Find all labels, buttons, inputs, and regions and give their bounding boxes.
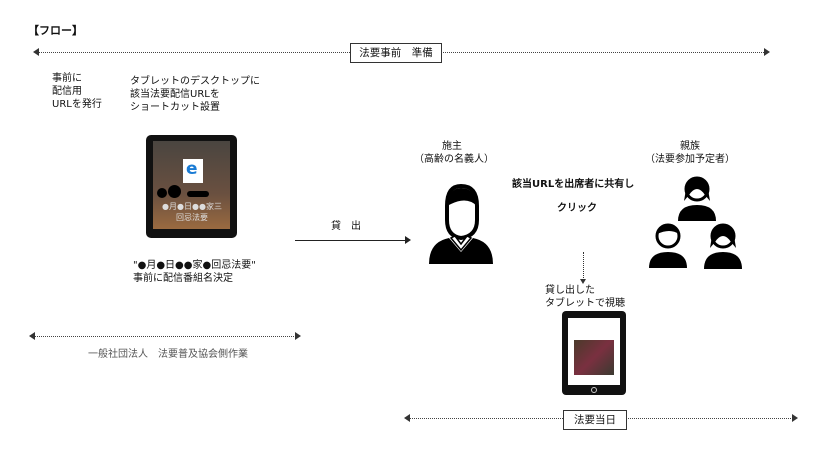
- elderly-man-icon: [429, 183, 493, 264]
- watch-label: 貸し出した タブレットで視聴: [545, 285, 625, 309]
- tablet-screen: [568, 318, 620, 385]
- arrow-left-icon: [33, 48, 39, 56]
- share-url-label: 該当URLを出席者に共有し: [512, 179, 635, 190]
- redaction: [157, 188, 167, 198]
- redaction: [187, 191, 209, 197]
- pre-phase-label: 法要事前 準備: [350, 43, 442, 63]
- lend-arrow: [295, 240, 405, 241]
- home-button-icon: [591, 387, 597, 393]
- relatives-icon: [649, 176, 742, 269]
- arrow-down-icon: [580, 279, 586, 284]
- tablet-desktop: e ●月●日●●家三 回忌法要: [146, 135, 237, 238]
- arrow-right-icon: [764, 48, 770, 56]
- association-line: [34, 336, 296, 337]
- day-phase-label: 法要当日: [563, 410, 627, 430]
- arrow-right-icon: [405, 236, 411, 244]
- host-label: 施主 （高齢の名義人）: [414, 141, 494, 165]
- relatives-label: 親族 （法要参加予定者）: [645, 141, 735, 165]
- association-label: 一般社団法人 法要普及協会側作業: [88, 349, 248, 360]
- step-shortcut: タブレットのデスクトップに 該当法要配信URLを ショートカット設置: [130, 76, 260, 113]
- tablet-screen: e ●月●日●●家三 回忌法要: [153, 141, 230, 229]
- arrow-right-icon: [792, 414, 798, 422]
- arrow-left-icon: [29, 332, 35, 340]
- diagram-title: 【フロー】: [28, 24, 83, 37]
- redaction: [168, 185, 181, 198]
- memorial-video-thumbnail: [574, 340, 614, 375]
- tablet-viewing: [562, 311, 626, 395]
- arrow-left-icon: [404, 414, 410, 422]
- step-issue-url: 事前に 配信用 URLを発行: [52, 73, 102, 110]
- down-arrow: [583, 252, 584, 280]
- arrow-right-icon: [295, 332, 301, 340]
- program-name-note: "●月●日●●家●回忌法要" 事前に配信番組名決定: [133, 260, 256, 284]
- shortcut-label: ●月●日●●家三 回忌法要: [162, 202, 222, 222]
- lend-label: 貸 出: [331, 221, 361, 232]
- click-label: クリック: [557, 203, 597, 214]
- edge-shortcut-icon: e: [183, 159, 203, 183]
